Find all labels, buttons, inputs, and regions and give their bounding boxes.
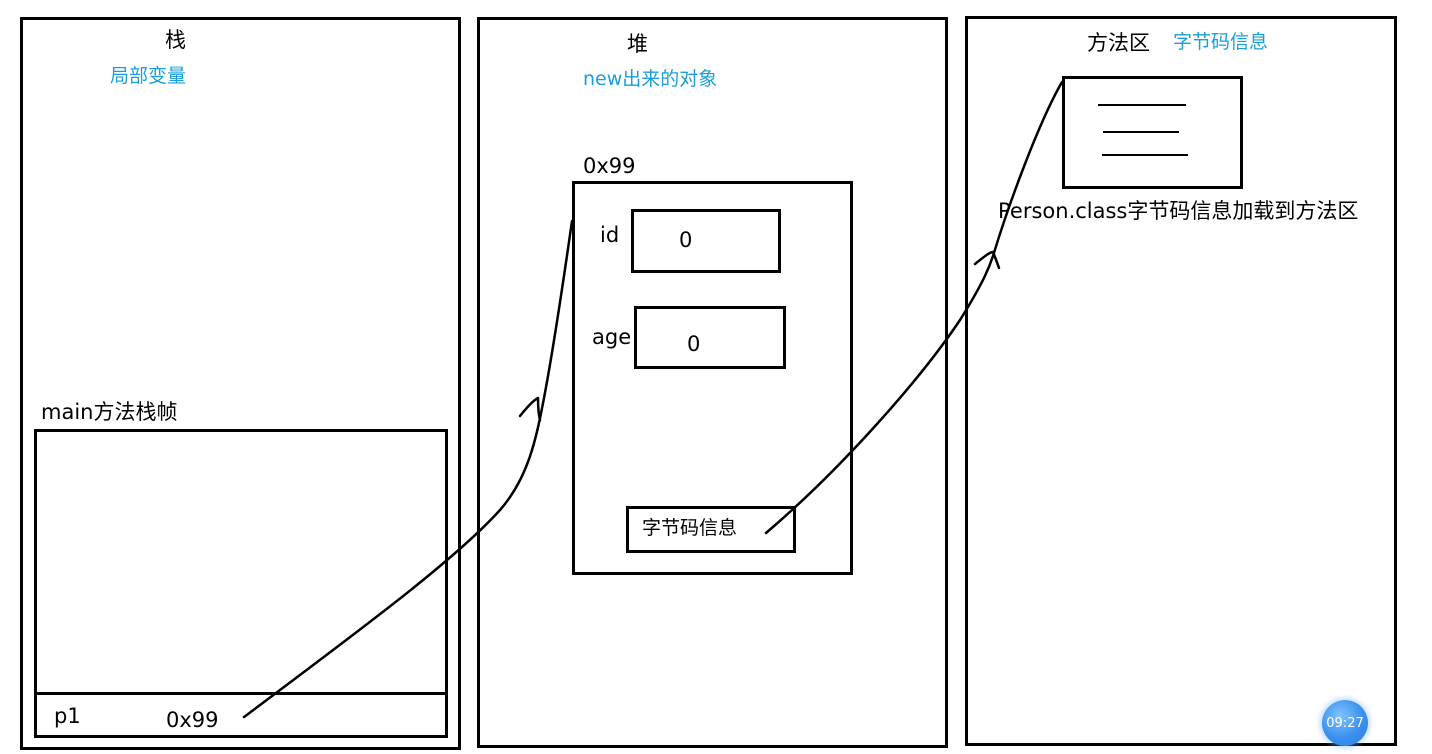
bytecode-ref-label: 字节码信息	[642, 517, 738, 539]
p1-variable-name: p1	[54, 704, 81, 728]
field-id-value: 0	[679, 228, 693, 252]
field-age-name: age	[592, 325, 632, 349]
method-area-title: 方法区	[1087, 31, 1150, 55]
document-line	[1098, 104, 1186, 106]
stack-subtitle: 局部变量	[110, 65, 187, 87]
heap-object-address: 0x99	[583, 154, 636, 178]
field-age-value: 0	[687, 332, 701, 356]
heap-title: 堆	[627, 32, 648, 56]
field-id-name: id	[600, 223, 620, 247]
field-id-box	[631, 209, 781, 273]
class-load-note: Person.class字节码信息加载到方法区	[998, 199, 1359, 223]
stack-title: 栈	[165, 28, 186, 52]
method-area-subtitle: 字节码信息	[1173, 31, 1269, 53]
heap-subtitle: new出来的对象	[583, 68, 718, 90]
document-line	[1103, 131, 1179, 133]
document-line	[1102, 154, 1188, 156]
main-frame-label: main方法栈帧	[41, 400, 178, 424]
clock-badge[interactable]: 09:27	[1322, 700, 1368, 746]
document-lines-icon	[1062, 76, 1243, 189]
p1-variable-slot	[34, 692, 448, 738]
field-age-box	[634, 306, 786, 369]
p1-variable-value: 0x99	[166, 708, 219, 732]
